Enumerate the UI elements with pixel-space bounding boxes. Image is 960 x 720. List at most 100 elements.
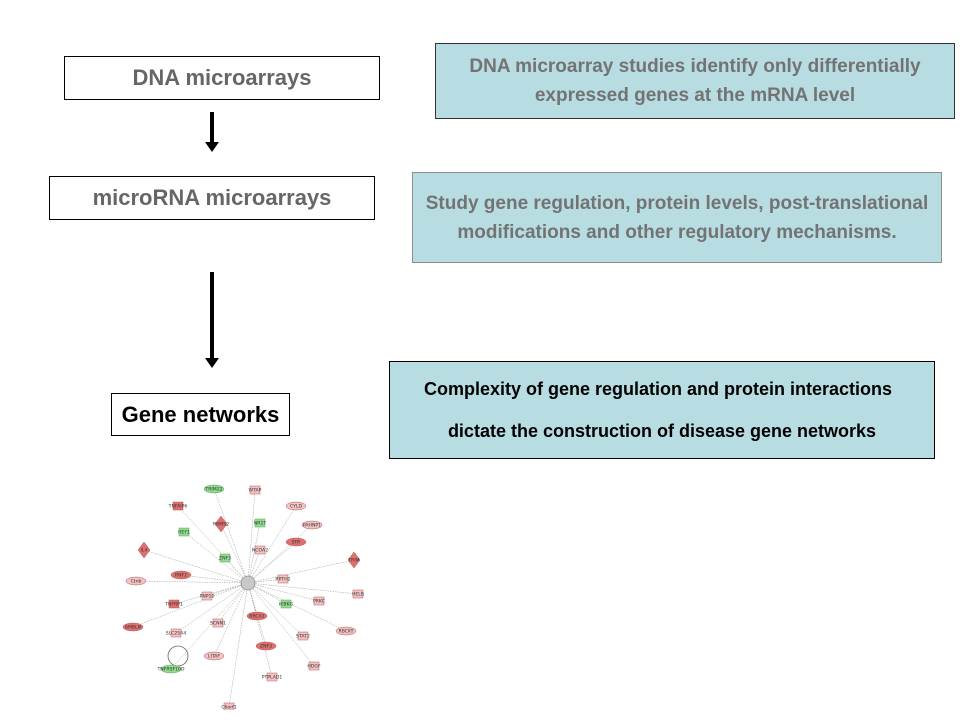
network-edge xyxy=(217,582,249,624)
network-node-label: TRIM xyxy=(347,558,359,564)
network-node-label: PRKC xyxy=(313,599,325,605)
network-node-shape xyxy=(277,574,289,584)
network-node: RBCKT xyxy=(335,626,357,636)
network-node: BRCA1 xyxy=(246,611,268,621)
network-edge xyxy=(247,522,261,584)
network-node: TNFRP1 xyxy=(164,599,183,609)
network-node: PAHNP1 xyxy=(301,520,323,530)
network-node-label: TNFRP1 xyxy=(164,602,183,608)
network-node-shape xyxy=(249,485,261,495)
step-microrna-microarrays: microRNA microarrays xyxy=(49,176,375,220)
note-gene-regulation: Study gene regulation, protein levels, p… xyxy=(412,172,942,263)
network-node-shape xyxy=(160,664,182,674)
network-node: STAT2 xyxy=(296,631,310,641)
network-edge xyxy=(213,582,249,657)
network-edge xyxy=(220,523,249,584)
network-node-shape xyxy=(203,484,225,494)
network-node-label: RBMS2 xyxy=(213,522,229,528)
network-edge xyxy=(143,549,249,584)
network-edge xyxy=(247,582,304,637)
note-line: Study gene regulation, protein levels, p… xyxy=(425,192,929,214)
network-node: TNFRSF10D xyxy=(156,664,185,674)
network-node-shape xyxy=(246,611,268,621)
network-node: C6orf1 xyxy=(221,702,237,710)
network-edge xyxy=(247,541,297,584)
network-node-shape xyxy=(313,596,325,606)
note-line: Complexity of gene regulation and protei… xyxy=(423,378,893,399)
network-node-shape xyxy=(214,515,228,533)
network-node: LITAF xyxy=(203,651,225,661)
step-label: DNA microarrays xyxy=(132,65,312,90)
network-node-label: RNF2 xyxy=(175,573,187,579)
network-node-label: NR1T xyxy=(254,521,267,527)
network-node: TRIM22 xyxy=(203,484,225,494)
network-edge xyxy=(180,574,249,584)
network-edge xyxy=(175,582,249,634)
network-node: HDGF xyxy=(307,661,321,671)
network-edge xyxy=(247,582,315,667)
network-node-label: RPTH2 xyxy=(275,577,290,583)
note-line: expressed genes at the mRNA level xyxy=(534,85,856,106)
network-node: NCOA2 xyxy=(252,545,268,555)
network-node-shape xyxy=(301,520,323,530)
network-node-shape xyxy=(203,651,225,661)
network-edge xyxy=(132,582,249,628)
network-node-shape xyxy=(201,591,213,601)
network-node-label: TNFRSF10D xyxy=(156,667,184,673)
arrow-down-2 xyxy=(205,272,219,368)
network-node: CYLD xyxy=(285,501,307,511)
network-node: PRKC xyxy=(313,596,325,606)
network-node-shape xyxy=(308,661,320,671)
network-node-shape xyxy=(137,541,151,559)
network-edge xyxy=(247,505,297,584)
step-label: microRNA microarrays xyxy=(92,185,332,210)
note-line: DNA microarray studies identify only dif… xyxy=(469,56,921,77)
note-network-complexity: Complexity of gene regulation and protei… xyxy=(389,361,935,459)
network-edges xyxy=(132,488,359,708)
network-node-shape xyxy=(223,702,235,710)
network-node-label: IL4 xyxy=(141,548,148,554)
network-node-shape xyxy=(285,537,307,547)
network-edge xyxy=(135,580,249,584)
network-node-label: SCNN1 xyxy=(210,621,226,627)
network-node-label: PAHNP1 xyxy=(303,523,321,529)
network-node-shape xyxy=(172,501,184,511)
network-node-label: SFR xyxy=(292,540,302,546)
network-node: RPTH2 xyxy=(275,574,291,584)
network-edge xyxy=(247,582,347,632)
network-edge xyxy=(247,489,256,584)
network-node-shape xyxy=(285,501,307,511)
network-node-shape xyxy=(335,626,357,636)
network-node-label: NCOA2 xyxy=(252,548,268,554)
network-node-label: SLC25A4 xyxy=(166,631,187,637)
network-node-label: C6orf1 xyxy=(221,705,236,710)
network-node-shape xyxy=(170,570,192,580)
step-gene-networks: Gene networks xyxy=(111,393,290,436)
network-node: WTAP xyxy=(249,485,262,495)
network-node-shape xyxy=(297,631,309,641)
network-node-shape xyxy=(255,641,277,651)
network-node: PTPLAD1 xyxy=(262,672,283,682)
network-node: SFR xyxy=(285,537,307,547)
network-node-shape xyxy=(266,672,278,682)
network-node: HEY1 xyxy=(178,527,190,537)
network-edge xyxy=(247,582,359,595)
network-node-label: STAT2 xyxy=(296,634,310,640)
network-node: ZNF3 xyxy=(219,553,231,563)
network-node: RNF2 xyxy=(170,570,192,580)
network-node-label: IKBKG xyxy=(279,602,294,608)
network-node: IKBKG xyxy=(279,599,294,609)
network-node-label: HDGF xyxy=(307,664,321,670)
network-node-label: HEY1 xyxy=(178,530,190,536)
network-node-label: PNP10 xyxy=(200,594,215,600)
network-node-shape xyxy=(125,576,147,586)
network-edge xyxy=(183,531,249,584)
network-edge xyxy=(247,582,287,605)
network-edge xyxy=(247,524,313,584)
network-node-label: TRIM22 xyxy=(204,487,222,493)
network-node-label: PTPLAD1 xyxy=(262,675,283,681)
network-node: NR1T xyxy=(254,518,267,528)
network-node-shape xyxy=(178,527,190,537)
network-node-shape xyxy=(280,599,292,609)
